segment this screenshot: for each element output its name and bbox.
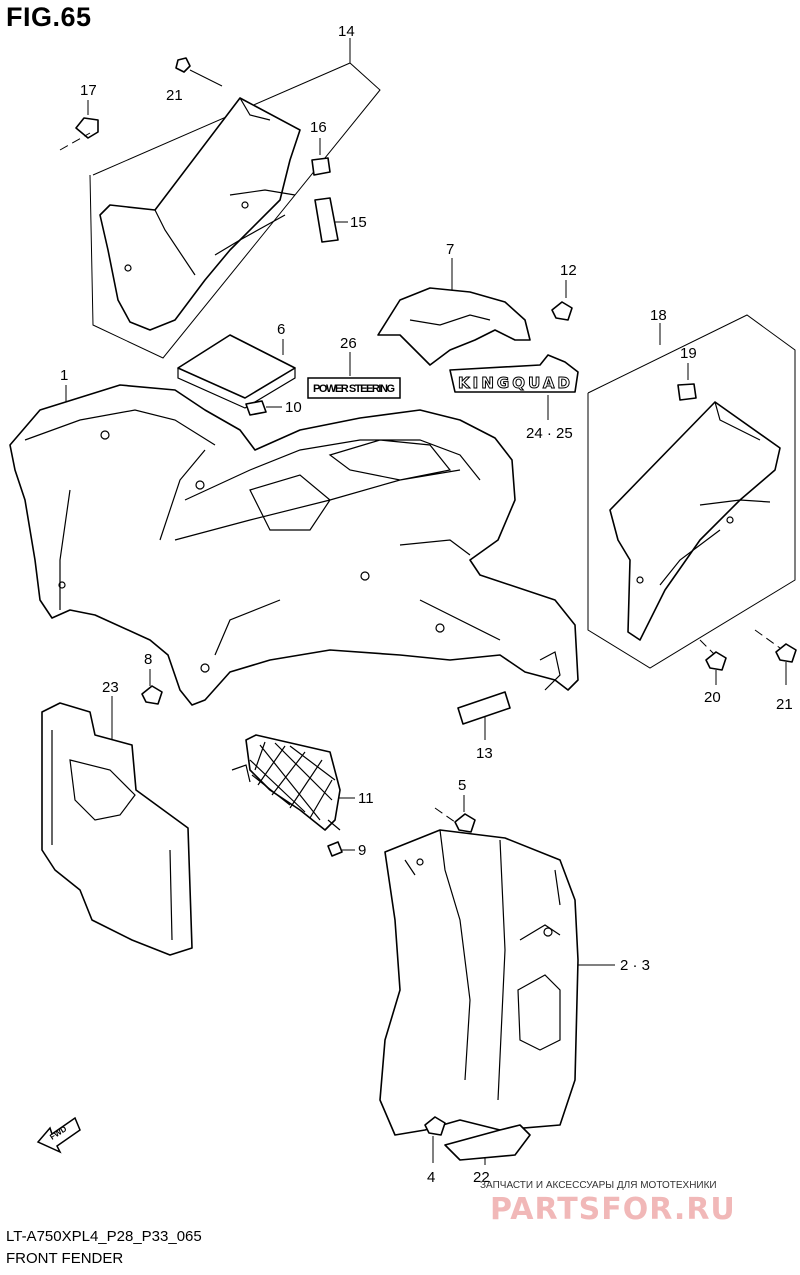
inner-panel-left-detail [154,97,296,276]
rubber-19 [677,383,697,401]
callout-12: 12 [560,262,577,279]
fender-hole [360,571,370,581]
fender-bracket [539,651,561,691]
figure-name: FRONT FENDER [6,1250,124,1267]
callout-26: 26 [340,335,357,352]
dash-17 [59,132,91,151]
callout-24-25: 24 · 25 [526,425,573,442]
callout-4: 4 [427,1169,435,1186]
screw-21-top [175,57,191,73]
mesh-grille-pattern [249,741,336,821]
callout-10: 10 [285,399,302,416]
callout-5: 5 [458,777,466,794]
callout-1: 1 [60,367,68,384]
decal-group: 26 POWER STEERING KINGQUAD 24 · 25 [307,335,579,442]
screw-21-right [775,643,797,663]
panel-hole [726,516,734,524]
watermark-tagline: ЗАПЧАСТИ И АКСЕССУАРЫ ДЛЯ МОТОТЕХНИКИ [480,1180,717,1191]
callout-21-top: 21 [166,87,183,104]
dash-21 [754,629,781,649]
part-group-2-3: 5 2 · 3 4 22 [379,777,650,1186]
grommet-10 [245,400,267,416]
figure-title: FIG.65 [6,2,92,32]
watermark-brand: PARTSFOR.RU [490,1192,736,1227]
fwd-arrow-shape [36,1116,81,1154]
clip-20 [705,651,727,671]
skid-plate-detail [51,730,173,941]
dash-20 [699,639,716,656]
callout-6: 6 [277,321,285,338]
leader-21-top [189,69,223,87]
screw-9 [327,841,343,857]
callout-19: 19 [680,345,697,362]
rubber-16 [311,157,331,176]
screw-5 [454,813,476,833]
figure-code: LT-A750XPL4_P28_P33_065 [6,1228,202,1245]
box-group-14: 14 21 17 16 15 [59,23,381,359]
dash-5 [434,807,456,823]
callout-17: 17 [80,82,97,99]
trim-22 [444,1124,531,1161]
power-steering-text: POWER STEERING [313,383,395,395]
panel-hole [636,576,644,584]
callout-23: 23 [102,679,119,696]
guard-hole [416,858,424,866]
screw-12 [551,301,573,321]
box-outline-14 [89,62,381,359]
mud-guard-detail [404,829,561,1101]
console-cover-detail [409,314,491,326]
callout-21-right: 21 [776,696,793,713]
callout-13: 13 [476,745,493,762]
console-cover-7 [377,287,531,366]
part-group-11: 11 9 [231,734,374,859]
callout-22: 22 [473,1169,490,1186]
part-group-23: 8 23 [41,651,193,956]
callout-2-3: 2 · 3 [620,957,650,974]
part-group-1: 1 [9,367,579,706]
pad-13 [457,691,511,725]
panel-hole [241,201,249,209]
front-fender-1 [9,384,579,706]
fender-hole [200,663,210,673]
callout-9: 9 [358,842,366,859]
part-group-13: 13 [457,691,511,762]
guard-hole [543,927,553,937]
kingquad-decal [449,354,579,393]
kingquad-text: KINGQUAD [458,374,570,392]
fender-hole [100,430,110,440]
box-group-18: 18 19 20 21 [587,307,797,713]
box-outline-18 [587,314,796,669]
inner-panel-left [99,97,301,331]
front-fender-detail [24,409,501,656]
part-group-6: 6 10 [177,321,302,416]
inner-panel-right [609,401,781,641]
clip-17 [75,117,99,139]
fender-hole [58,581,66,589]
callout-11: 11 [358,790,374,807]
part-group-7: 7 12 [377,241,577,366]
callout-14: 14 [338,23,355,40]
panel-hole [124,264,132,272]
callout-18: 18 [650,307,667,324]
pad-15 [314,197,339,243]
power-steering-decal [307,377,401,399]
callout-8: 8 [144,651,152,668]
fender-hole [435,623,445,633]
fender-hole [195,480,205,490]
callout-16: 16 [310,119,327,136]
callout-20: 20 [704,689,721,706]
forward-arrow-icon: FWD [36,1116,81,1154]
callout-7: 7 [446,241,454,258]
skid-plate-23 [41,702,193,956]
mud-guard-2-3 [379,829,579,1136]
inner-panel-right-detail [659,401,771,586]
mesh-grille-tabs [231,764,341,831]
callout-15: 15 [350,214,367,231]
screw-4 [424,1116,446,1136]
screw-8 [141,685,163,705]
lid-6-edge [177,368,296,409]
